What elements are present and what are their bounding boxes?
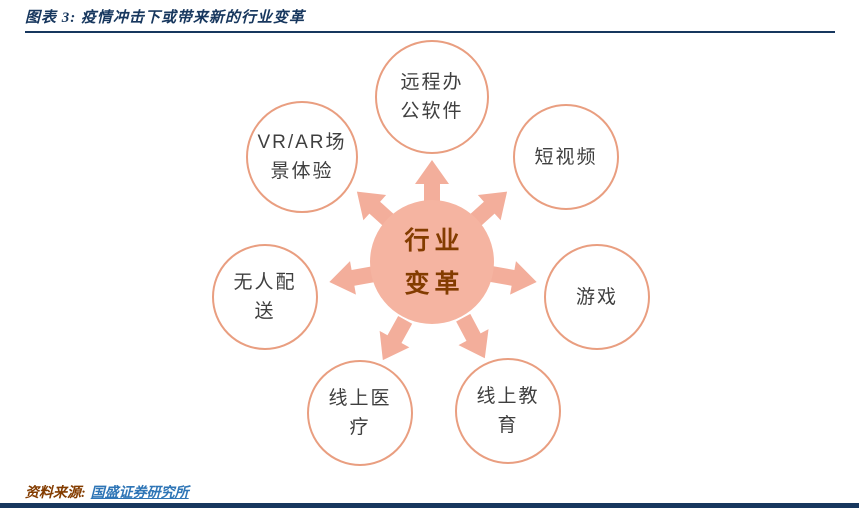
center-node-label: 变革 [404,269,465,298]
source-link[interactable]: 国盛证券研究所 [90,486,189,501]
footer-divider [0,503,859,508]
center-node-label: 行业 [404,226,465,255]
source-label: 资料来源: [25,486,86,501]
node-label-line: 无人配 [233,272,297,293]
node-label-line: 短视频 [534,146,598,168]
node-short-video: 短视频 [513,104,619,210]
center-node-industry-change: 行业 变革 [370,200,494,324]
node-games: 游戏 [544,244,650,350]
node-label-line: 远程办 [400,72,464,93]
node-label-line: VR/AR场 [257,132,347,153]
node-label-line: 送 [254,301,276,322]
node-online-medical: 线上医 疗 [307,360,413,466]
node-unmanned-delivery: 无人配 送 [212,244,318,350]
header-divider [25,31,835,33]
node-label-line: 游戏 [575,286,618,308]
node-label-line: 景体验 [270,161,334,182]
node-label-line: 线上医 [328,388,392,409]
industry-change-diagram: 行业 变革 远程办 公软件 VR/AR场 景体验 短视频 游戏 线上教 育 线上… [0,33,859,478]
arrow-right-icon [488,257,540,299]
node-label-line: 线上教 [476,386,540,407]
node-label-line: 疗 [349,417,371,438]
node-label-line: 育 [497,415,519,436]
node-vr-ar-experience: VR/AR场 景体验 [246,101,358,213]
source-line: 资料来源: 国盛证券研究所 [25,482,189,502]
node-remote-office-software: 远程办 公软件 [375,40,489,154]
node-label-line: 公软件 [400,101,464,122]
node-online-education: 线上教 育 [455,358,561,464]
figure-title: 图表 3: 疫情冲击下或带来新的行业变革 [25,10,305,26]
